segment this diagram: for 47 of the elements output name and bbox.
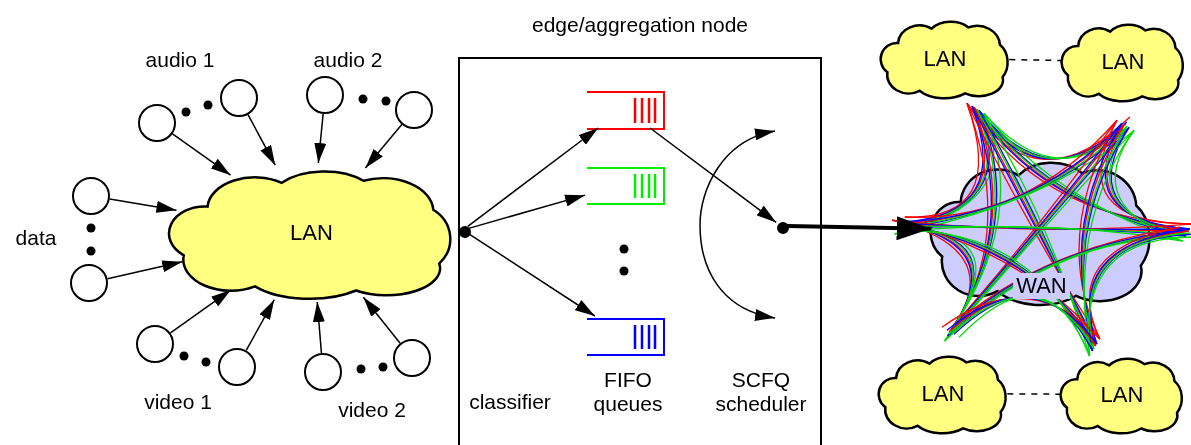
fifo-queue xyxy=(587,318,665,356)
text-label: SCFQ scheduler xyxy=(714,368,808,416)
source-circle xyxy=(304,353,342,391)
arrow xyxy=(364,123,403,169)
source-circle xyxy=(138,104,176,142)
arrow xyxy=(245,298,276,352)
text-label: video 2 xyxy=(337,398,407,422)
thick-arrow xyxy=(786,216,931,241)
source-circle xyxy=(72,177,110,215)
cloud-label: LAN xyxy=(290,219,333,246)
fifo-queue xyxy=(587,167,665,205)
text-label: FIFO queues xyxy=(592,368,664,416)
arrow xyxy=(362,296,401,344)
cloud-label: LAN xyxy=(921,380,965,407)
fifo-queue xyxy=(587,91,665,130)
text-label: video 1 xyxy=(143,390,213,414)
dashed-line xyxy=(1008,58,1063,62)
text-label: data xyxy=(14,226,58,250)
cloud-label: LAN xyxy=(1101,48,1145,75)
source-circle xyxy=(306,76,344,114)
source-circle xyxy=(395,91,433,129)
text-label: classifier xyxy=(468,390,552,414)
arrow xyxy=(171,133,232,176)
source-circle xyxy=(136,325,174,363)
arrow xyxy=(169,289,232,334)
cloud-label: LAN xyxy=(1100,381,1144,408)
text-label: audio 1 xyxy=(144,48,216,72)
source-circle xyxy=(220,79,258,117)
arrow xyxy=(467,127,599,228)
arrow xyxy=(109,198,178,213)
arrow xyxy=(247,113,276,166)
arrow xyxy=(649,127,777,224)
source-circle xyxy=(70,264,108,302)
frame-heading: edge/aggregation node xyxy=(531,13,749,37)
cloud-label: LAN xyxy=(923,45,967,72)
source-circle xyxy=(218,348,256,386)
arrow xyxy=(312,301,325,354)
arrow xyxy=(467,232,596,317)
arrow xyxy=(314,113,327,164)
dashed-line xyxy=(1006,393,1062,395)
arrow xyxy=(468,194,586,230)
junction-dot xyxy=(777,222,789,234)
text-label: audio 2 xyxy=(312,48,384,72)
junction-dot xyxy=(459,226,471,238)
source-circle xyxy=(393,339,431,377)
cloud-label: WAN xyxy=(1013,273,1070,299)
arrow xyxy=(106,260,183,280)
